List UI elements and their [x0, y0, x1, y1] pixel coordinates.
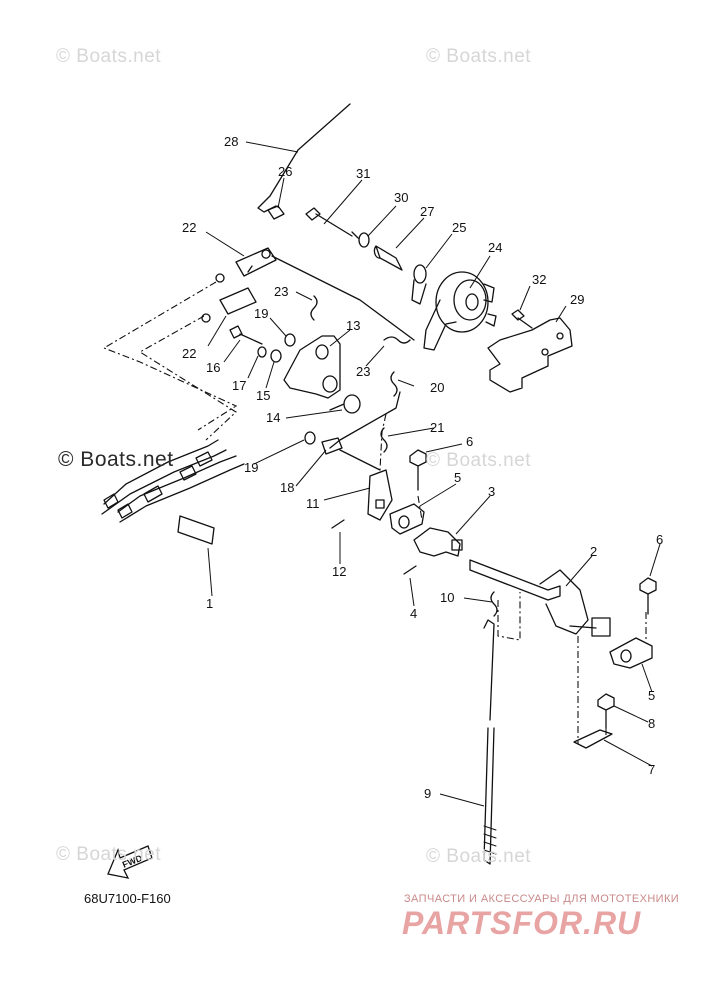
callout-32: 32: [532, 272, 546, 287]
callout-22b: 22: [182, 346, 196, 361]
cable-part: [101, 439, 227, 515]
callout-31: 31: [356, 166, 370, 181]
plate-7-part: [573, 729, 613, 749]
joint-lower-part: [219, 287, 257, 315]
callout-8: 8: [648, 716, 655, 731]
callout-23b: 23: [356, 364, 370, 379]
watermark: © Boats.net: [56, 844, 162, 865]
diagram-part-code: 68U7100-F160: [84, 891, 171, 906]
bolt-small-part: [511, 309, 533, 329]
bolt-16-part: [229, 325, 263, 345]
spacer-part: [413, 264, 427, 284]
clip-10-part: [490, 591, 498, 617]
callout-19b: 19: [244, 460, 258, 475]
clamp-5b-part: [609, 637, 653, 669]
callout-4: 4: [410, 606, 417, 621]
callout-13: 13: [346, 318, 360, 333]
callout-22a: 22: [182, 220, 196, 235]
callout-30: 30: [394, 190, 408, 205]
bolt-6-part: [409, 449, 427, 491]
watermark: © Boats.net: [56, 46, 162, 67]
callout-14: 14: [266, 410, 280, 425]
watermark: © Boats.net: [426, 46, 532, 67]
bracket-part: [487, 317, 573, 393]
wire-rod-part: [257, 103, 351, 213]
washer-part: [358, 232, 370, 248]
bolt-8-part: [597, 693, 615, 729]
callout-23a: 23: [274, 284, 288, 299]
callout-29: 29: [570, 292, 584, 307]
callout-5b: 5: [648, 688, 655, 703]
bolt-6b-part: [639, 577, 657, 615]
callout-11: 11: [306, 496, 320, 511]
long-rod-part: [483, 619, 495, 865]
clip-part: [267, 205, 285, 220]
shift-shaft-part: [469, 559, 561, 601]
callout-7: 7: [648, 762, 655, 777]
callout-25: 25: [452, 220, 466, 235]
pin-4-part: [403, 565, 417, 575]
callout-28: 28: [224, 134, 238, 149]
callout-18: 18: [280, 480, 294, 495]
pulley-part: [435, 271, 489, 333]
callout-17: 17: [232, 378, 246, 393]
watermark: © Boats.net: [426, 450, 532, 471]
pin-12-part: [331, 519, 345, 529]
callout-10: 10: [440, 590, 454, 605]
callout-15: 15: [256, 388, 270, 403]
callout-3: 3: [488, 484, 495, 499]
joint-18-part: [321, 437, 343, 455]
callout-26: 26: [278, 164, 292, 179]
callout-16: 16: [206, 360, 220, 375]
label-tag-part: [177, 515, 215, 545]
callout-1: 1: [206, 596, 213, 611]
clip-23-part: [310, 295, 318, 321]
link-rod-part: [329, 391, 401, 449]
clamp-5-part: [389, 503, 425, 535]
callout-9: 9: [424, 786, 431, 801]
pin-14-part: [343, 394, 361, 414]
brand-subtitle: ЗАПЧАСТИ И АКСЕССУАРЫ ДЛЯ МОТОТЕХНИКИ: [404, 893, 680, 905]
callout-12: 12: [332, 564, 346, 579]
callout-2: 2: [590, 544, 597, 559]
lever-bracket-part: [283, 335, 341, 399]
callout-21: 21: [430, 420, 444, 435]
clip-20-part: [390, 371, 398, 397]
bolt-part: [305, 207, 359, 239]
callout-5a: 5: [454, 470, 461, 485]
callout-27: 27: [420, 204, 434, 219]
callout-24: 24: [488, 240, 502, 255]
callout-6b: 6: [656, 532, 663, 547]
callout-6a: 6: [466, 434, 473, 449]
shift-lever-part: [413, 527, 461, 557]
watermark: © Boats.net: [58, 448, 174, 471]
watermark: © Boats.net: [426, 846, 532, 867]
lever-11-part: [339, 449, 393, 521]
brand-logo: PARTSFOR.RU: [402, 905, 642, 941]
joint-upper-part: [235, 247, 277, 277]
callout-20: 20: [430, 380, 444, 395]
callout-19a: 19: [254, 306, 268, 321]
collar-part: [373, 245, 403, 271]
